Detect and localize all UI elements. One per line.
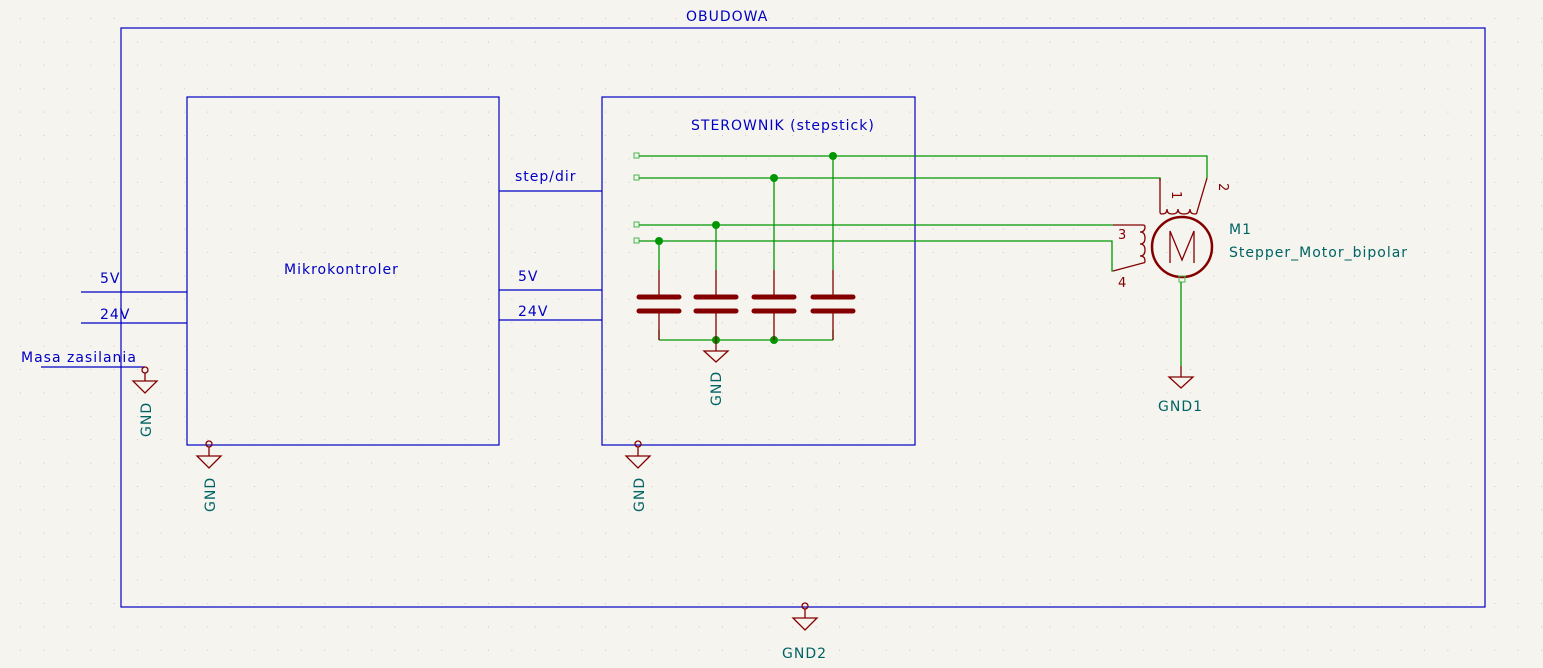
gnd-symbol-mcu[interactable]: GND xyxy=(195,440,223,512)
grid xyxy=(20,18,1542,651)
pin-out-a1[interactable] xyxy=(633,152,640,159)
microcontroller-label: Mikrokontroler xyxy=(284,262,399,278)
gnd-symbol-caps[interactable]: GND xyxy=(702,340,730,406)
junction xyxy=(770,174,778,182)
pin-number-3: 3 xyxy=(1118,228,1126,243)
gnd-symbol-supply[interactable]: GND xyxy=(131,366,159,437)
pin-circle xyxy=(141,366,149,374)
motor-value: Stepper_Motor_bipolar xyxy=(1229,245,1408,261)
junction xyxy=(829,152,837,160)
pin-out-b1[interactable] xyxy=(633,221,640,228)
label-24v-in: 24V xyxy=(100,307,130,323)
pin-out-b2[interactable] xyxy=(633,237,640,244)
gnd-label-motor: GND1 xyxy=(1158,399,1203,415)
gnd-label-driver: GND xyxy=(632,477,648,512)
gnd-symbol-motor[interactable]: GND1 xyxy=(1158,366,1203,415)
capacitors xyxy=(636,270,856,340)
label-5v-in: 5V xyxy=(100,271,120,287)
coil-a xyxy=(1159,177,1208,215)
pin-number-2: 2 xyxy=(1215,183,1230,191)
motor-pin-ground[interactable] xyxy=(1178,275,1186,283)
motor-body xyxy=(1150,215,1214,279)
capacitor[interactable] xyxy=(810,270,856,340)
stepper-motor[interactable]: 1 2 3 4 M1 Stepper_Motor_bipolar xyxy=(1112,177,1408,291)
enclosure-label: OBUDOWA xyxy=(686,9,768,25)
pin-number-4: 4 xyxy=(1118,276,1126,291)
motor-reference: M1 xyxy=(1229,222,1252,238)
wire-coil-a-pin1[interactable] xyxy=(639,177,1161,181)
gnd-symbol-driver[interactable]: GND xyxy=(624,440,652,512)
coil-b xyxy=(1112,224,1146,272)
pin-out-a2[interactable] xyxy=(633,174,640,181)
enclosure-box[interactable] xyxy=(120,27,1486,608)
junction xyxy=(712,221,720,229)
driver-output-wires xyxy=(633,152,1208,344)
capacitor[interactable] xyxy=(751,270,797,340)
microcontroller-box[interactable] xyxy=(186,96,500,446)
label-5v-driver: 5V xyxy=(518,269,538,285)
pin-number-1: 1 xyxy=(1168,191,1183,199)
capacitor[interactable] xyxy=(693,270,739,340)
gnd-label-enclosure: GND2 xyxy=(782,646,827,662)
motor-glyph-m xyxy=(1169,230,1195,263)
gnd-label-caps: GND xyxy=(709,371,725,406)
gnd-label-mcu: GND xyxy=(203,477,219,512)
wire-coil-a-pin2[interactable] xyxy=(639,155,1208,178)
driver-label: STEROWNIK (stepstick) xyxy=(691,118,875,134)
junction xyxy=(655,237,663,245)
gnd-symbol-enclosure[interactable]: GND2 xyxy=(782,602,827,662)
label-24v-driver: 24V xyxy=(518,304,548,320)
wire-coil-b-pin4[interactable] xyxy=(639,240,1113,272)
driver-box[interactable] xyxy=(601,96,916,446)
gnd-label-supply: GND xyxy=(139,402,155,437)
label-step-dir: step/dir xyxy=(515,169,577,185)
label-ground-supply: Masa zasilania xyxy=(21,350,137,366)
capacitor[interactable] xyxy=(636,270,682,340)
